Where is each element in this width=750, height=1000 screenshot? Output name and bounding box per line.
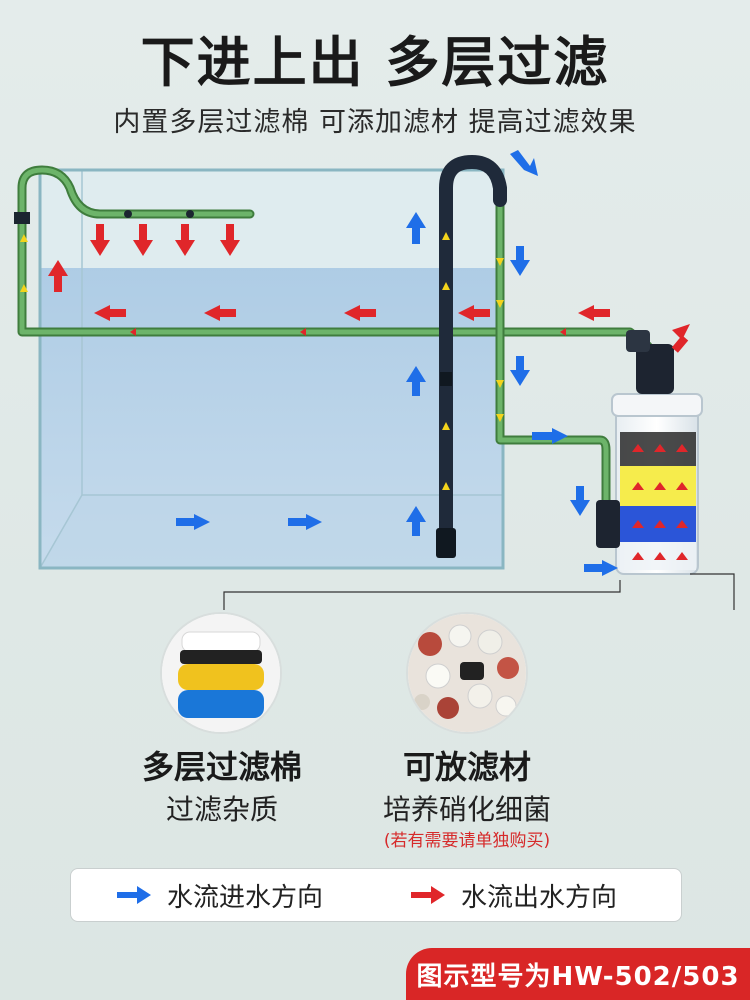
down-arrow [570,486,590,516]
legend-inflow: 水流进水方向 [117,869,323,921]
pointer-line-left [223,580,621,610]
diag-arrow [672,324,690,340]
intake-tube [436,154,507,558]
right-arrow [176,514,210,530]
return-pipe [17,165,653,351]
down-arrow [90,224,110,256]
filter-up-arrows [632,444,688,560]
flow-legend: 水流进水方向 水流出水方向 [70,868,682,922]
right-arrow [584,560,618,576]
left-arrow [344,305,376,321]
pointer-line-right [690,573,735,610]
pipe-flow-markers [20,232,504,490]
page-subtitle: 内置多层过滤棉 可添加滤材 提高过滤效果 [113,107,637,138]
filter-media-image [408,614,526,732]
down-arrow [220,224,240,256]
filter-sponge-image [162,614,280,732]
down-arrow [510,246,530,276]
left-arrow [94,305,126,321]
legend-outflow: 水流出水方向 [411,869,617,921]
sponge-subtitle: 过滤杂质 [165,793,278,826]
sponge-title: 多层过滤棉 [141,748,302,786]
aquarium-filter-diagram [14,150,735,610]
left-arrow [578,305,610,321]
red-arrow-icon [411,886,445,904]
right-arrow [288,514,322,530]
up-arrow [406,212,426,244]
down-arrow [510,356,530,386]
outflow-arrows [48,224,690,560]
inflow-pipe [495,195,611,510]
left-arrow [204,305,236,321]
inflow-arrows [176,150,618,576]
up-arrow [406,506,426,536]
outlet-valve [636,344,674,394]
blue-arrow-icon [117,886,151,904]
legend-inflow-label: 水流进水方向 [167,882,324,913]
inlet-valve [596,500,620,548]
left-arrow [458,305,490,321]
purchase-note: (若有需要请单独购买) [383,831,551,851]
down-arrow [133,224,153,256]
pipe-clip [14,212,30,224]
aquarium-tank [38,168,505,570]
model-badge: 图示型号为HW-502/503 [406,948,750,1000]
up-arrow [406,366,426,396]
down-arrow [175,224,195,256]
intake-strainer [436,528,456,558]
right-arrow [532,428,568,444]
page-title: 下进上出 多层过滤 [140,31,610,94]
up-arrow [48,260,68,292]
legend-outflow-label: 水流出水方向 [461,882,618,913]
media-subtitle: 培养硝化细菌 [382,793,551,826]
diag-arrow [510,150,538,176]
media-title: 可放滤材 [402,748,531,786]
